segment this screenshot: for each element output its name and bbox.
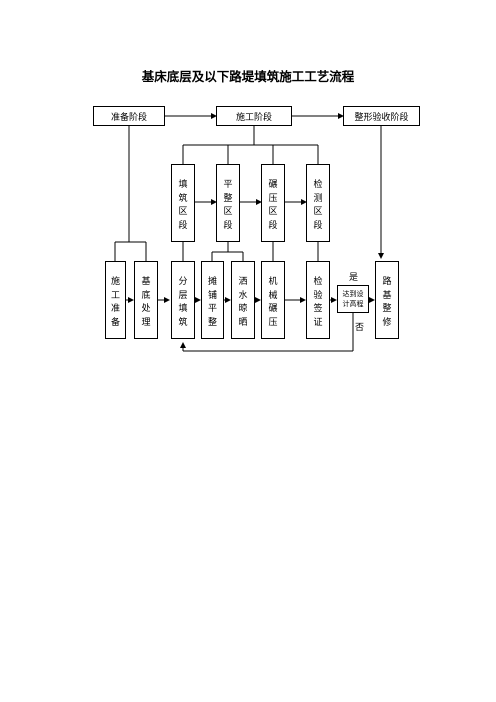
step-water-dry: 洒水晾晒 <box>231 261 255 339</box>
stage-acceptance: 整形验收阶段 <box>343 106 420 126</box>
branch-no-label: 否 <box>355 323 365 333</box>
section-inspect: 检测区段 <box>306 164 330 242</box>
step-water-dry-label: 洒水晾晒 <box>238 277 248 328</box>
step-construction-prep: 施工准备 <box>105 261 126 339</box>
section-compact-label: 碾压区段 <box>268 180 278 231</box>
step-layered-fill-label: 分层填筑 <box>178 277 188 328</box>
step-construction-prep-label: 施工准备 <box>110 277 120 328</box>
section-compact: 碾压区段 <box>261 164 285 242</box>
step-inspect-sign-label: 检验签证 <box>313 277 323 328</box>
step-mech-compact: 机械碾压 <box>261 261 285 339</box>
section-level-label: 平整区段 <box>223 180 233 231</box>
section-fill: 填筑区段 <box>171 164 195 242</box>
step-inspect-sign: 检验签证 <box>306 261 330 339</box>
step-mech-compact-label: 机械碾压 <box>268 277 278 328</box>
step-finishing-label: 路基整修 <box>382 277 392 328</box>
section-inspect-label: 检测区段 <box>313 180 323 231</box>
step-foundation: 基底处理 <box>134 261 158 339</box>
step-finishing: 路基整修 <box>375 261 399 339</box>
step-spread-level-label: 摊铺平整 <box>207 277 217 328</box>
step-foundation-label: 基底处理 <box>141 277 151 328</box>
stage-acceptance-label: 整形验收阶段 <box>354 112 409 123</box>
decision-design-elev-label: 达到设计高程 <box>342 290 364 308</box>
section-level: 平整区段 <box>216 164 240 242</box>
step-spread-level: 摊铺平整 <box>201 261 224 339</box>
stage-construction: 施工阶段 <box>216 106 292 126</box>
decision-design-elev: 达到设计高程 <box>337 285 369 313</box>
step-layered-fill: 分层填筑 <box>171 261 195 339</box>
stage-prep-label: 准备阶段 <box>110 112 147 123</box>
page-title: 基床底层及以下路堤填筑施工工艺流程 <box>141 69 355 84</box>
section-fill-label: 填筑区段 <box>178 180 188 231</box>
branch-yes-label: 是 <box>349 273 359 283</box>
stage-construction-label: 施工阶段 <box>235 112 272 123</box>
stage-prep: 准备阶段 <box>93 106 165 126</box>
